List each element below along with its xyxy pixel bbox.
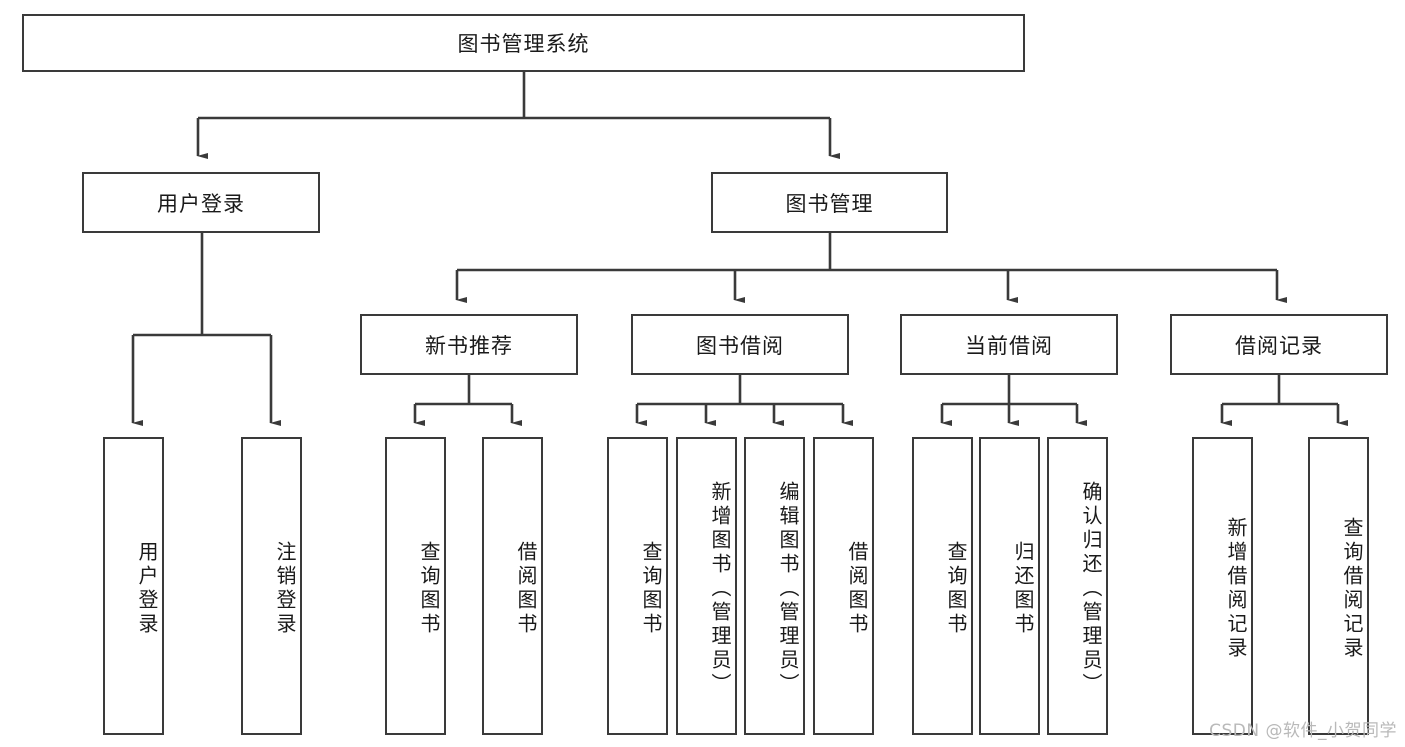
node-leaf-edit-book-admin[interactable]: 编辑图书（管理员） bbox=[744, 437, 805, 735]
node-leaf-return-book-label: 归还图书 bbox=[1011, 541, 1035, 637]
node-leaf-confirm-return-admin[interactable]: 确认归还（管理员） bbox=[1047, 437, 1108, 735]
node-book-borrow-label: 图书借阅 bbox=[696, 333, 784, 358]
node-leaf-add-book-admin-label: 新增图书（管理员） bbox=[708, 481, 732, 697]
node-leaf-query-book-label: 查询图书 bbox=[639, 541, 663, 637]
node-book-management-label: 图书管理 bbox=[785, 191, 874, 216]
node-leaf-query-book-recommend[interactable]: 查询图书 bbox=[385, 437, 446, 735]
node-leaf-query-borrow-record-label: 查询借阅记录 bbox=[1340, 517, 1364, 661]
node-leaf-logout-label: 注销登录 bbox=[273, 541, 297, 637]
node-leaf-query-borrow-record[interactable]: 查询借阅记录 bbox=[1308, 437, 1369, 735]
node-leaf-query-book-current[interactable]: 查询图书 bbox=[912, 437, 973, 735]
node-new-book-recommend-label: 新书推荐 bbox=[425, 333, 513, 358]
node-leaf-borrow-book-recommend[interactable]: 借阅图书 bbox=[482, 437, 543, 735]
node-leaf-user-login[interactable]: 用户登录 bbox=[103, 437, 164, 735]
node-book-management[interactable]: 图书管理 bbox=[711, 172, 948, 233]
node-leaf-borrow-book-label: 借阅图书 bbox=[845, 541, 869, 637]
node-leaf-borrow-book-recommend-label: 借阅图书 bbox=[514, 541, 538, 637]
node-book-borrow[interactable]: 图书借阅 bbox=[631, 314, 849, 375]
watermark: CSDN @软件_小贺同学 bbox=[1209, 721, 1397, 741]
node-borrow-records[interactable]: 借阅记录 bbox=[1170, 314, 1388, 375]
node-leaf-borrow-book[interactable]: 借阅图书 bbox=[813, 437, 874, 735]
node-leaf-add-book-admin[interactable]: 新增图书（管理员） bbox=[676, 437, 737, 735]
node-leaf-edit-book-admin-label: 编辑图书（管理员） bbox=[776, 481, 800, 697]
node-user-login[interactable]: 用户登录 bbox=[82, 172, 320, 233]
node-leaf-query-book-current-label: 查询图书 bbox=[944, 541, 968, 637]
node-new-book-recommend[interactable]: 新书推荐 bbox=[360, 314, 578, 375]
node-borrow-records-label: 借阅记录 bbox=[1235, 333, 1323, 358]
node-leaf-query-book[interactable]: 查询图书 bbox=[607, 437, 668, 735]
node-user-login-label: 用户登录 bbox=[157, 191, 245, 216]
node-root-label: 图书管理系统 bbox=[457, 32, 590, 56]
node-leaf-query-book-recommend-label: 查询图书 bbox=[417, 541, 441, 637]
node-current-borrow[interactable]: 当前借阅 bbox=[900, 314, 1118, 375]
node-leaf-logout[interactable]: 注销登录 bbox=[241, 437, 302, 735]
node-leaf-user-login-label: 用户登录 bbox=[135, 541, 159, 637]
node-current-borrow-label: 当前借阅 bbox=[965, 333, 1053, 358]
node-leaf-add-borrow-record-label: 新增借阅记录 bbox=[1224, 517, 1248, 661]
node-leaf-confirm-return-admin-label: 确认归还（管理员） bbox=[1079, 481, 1103, 697]
node-leaf-add-borrow-record[interactable]: 新增借阅记录 bbox=[1192, 437, 1253, 735]
node-root[interactable]: 图书管理系统 bbox=[22, 14, 1025, 72]
node-leaf-return-book[interactable]: 归还图书 bbox=[979, 437, 1040, 735]
